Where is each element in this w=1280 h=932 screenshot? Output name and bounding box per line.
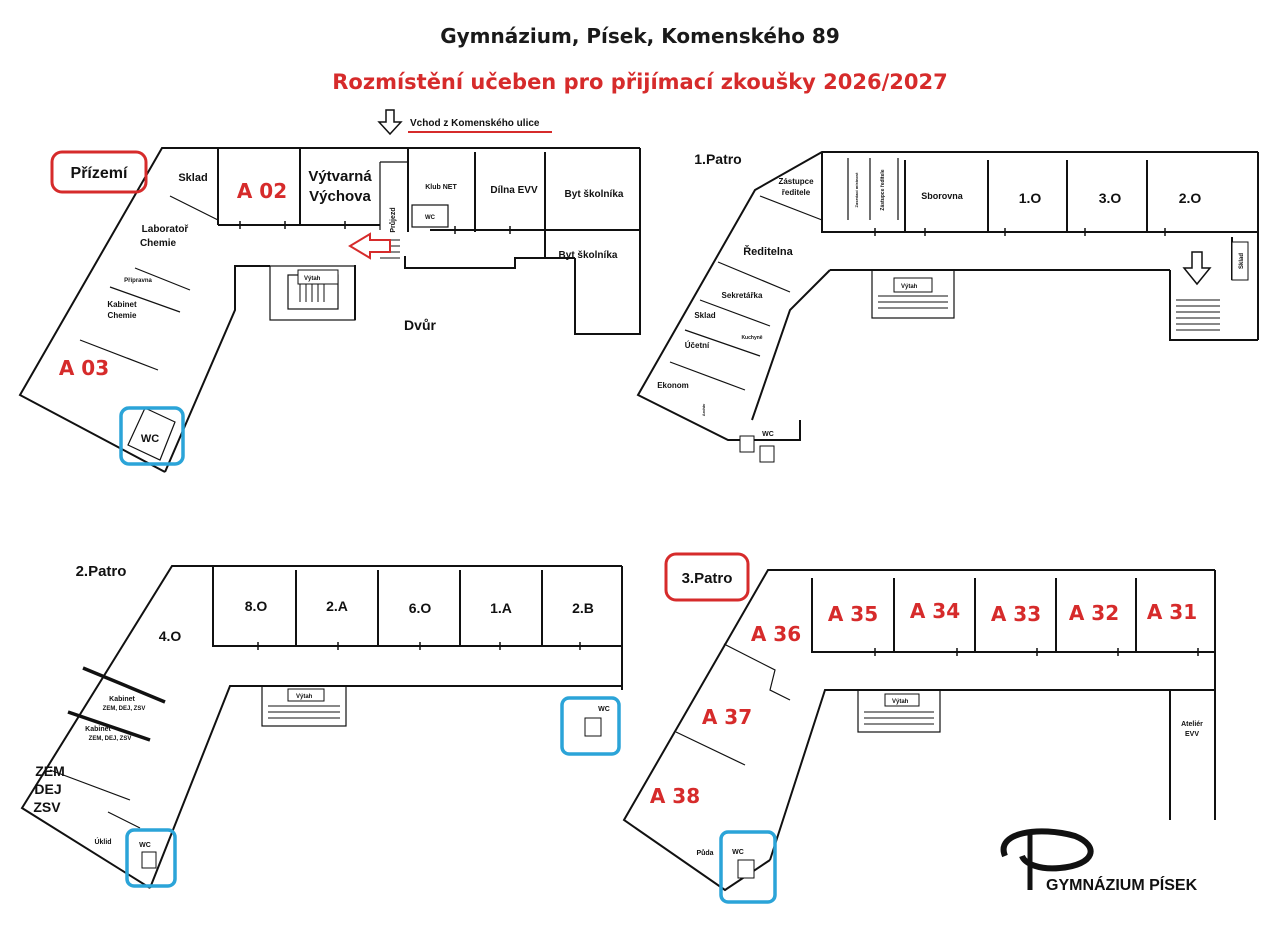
room-ucetni: Účetní (685, 341, 710, 350)
room-2b: 2.B (572, 600, 594, 616)
room-kabinet-2: Chemie (108, 311, 137, 320)
wc-box-ground (119, 406, 185, 466)
wc-icon-f3 (737, 859, 755, 879)
courtyard-dvur: Dvůr (404, 317, 436, 333)
wc-male-icon-f1 (739, 435, 755, 453)
room-2o: 2.O (1179, 190, 1202, 206)
room-sklad-v: Sklad (1239, 253, 1245, 269)
room-ekonom: Ekonom (657, 381, 689, 390)
room-dej: DEJ (34, 781, 61, 797)
room-zem: ZEM (35, 763, 65, 779)
down-arrow-icon-f1 (1182, 251, 1212, 286)
room-zastupce-v: Zástupce ředitele (880, 169, 886, 210)
room-sborovna: Sborovna (921, 191, 964, 201)
room-a32: A 32 (1069, 601, 1119, 625)
room-zsv: ZSV (33, 799, 61, 815)
room-a02: A 02 (237, 179, 287, 203)
floor-label-f2: 2.Patro (76, 563, 127, 580)
room-wc-f1: WC (762, 431, 774, 438)
wc-box-f2-left (125, 828, 177, 888)
room-sekretarka: Sekretářka (722, 291, 763, 300)
vytah-label-f2: Výtah (296, 694, 313, 700)
room-kabinet-1: Kabinet (107, 300, 137, 309)
left-arrow-icon (348, 232, 391, 260)
room-byt-skolnika-2: Byt školníka (559, 250, 618, 261)
room-wc-small-ground: WC (425, 215, 436, 221)
floor-label-ground: Přízemí (71, 165, 128, 182)
room-laborator-2: Chemie (140, 238, 177, 249)
room-a03: A 03 (59, 356, 109, 380)
room-a37: A 37 (702, 705, 752, 729)
room-uklid: Úklid (94, 837, 111, 846)
room-sklad-f1: Sklad (694, 311, 715, 320)
floor-label-f1: 1.Patro (694, 151, 741, 167)
room-1a: 1.A (490, 600, 512, 616)
room-zasedaci: Zasedací místnost (854, 172, 859, 208)
floor-label-f3: 3.Patro (682, 570, 733, 587)
room-4o: 4.O (159, 628, 182, 644)
room-a36: A 36 (751, 622, 801, 646)
room-3o: 3.O (1099, 190, 1122, 206)
floor-label-box-f3 (664, 552, 750, 602)
school-title: Gymnázium, Písek, Komenského 89 (440, 24, 840, 48)
room-1o: 1.O (1019, 190, 1042, 206)
room-atelier-2: EVV (1185, 731, 1199, 738)
room-a35: A 35 (828, 602, 878, 626)
room-wc-f3: WC (732, 849, 744, 856)
room-wc-ground: WC (141, 433, 159, 445)
room-byt-skolnika-1: Byt školníka (565, 189, 624, 200)
vytah-label-ground: Výtah (304, 276, 321, 282)
floor1-plan: Výtah 1.Patro Zástupce ředitele Zasedací… (636, 151, 1259, 463)
entrance-label: Vchod z Komenského ulice (410, 118, 540, 129)
room-prujezd: Průjezd (389, 207, 397, 232)
room-puda: Půda (696, 849, 713, 857)
room-8o: 8.O (245, 598, 268, 614)
logo-text: GYMNÁZIUM PÍSEK (1046, 875, 1198, 894)
floor3-plan: Výtah 3.Patro A 35 A 34 A 33 A 32 A 31 A… (622, 552, 1216, 904)
room-wc-f2-right: WC (598, 706, 610, 713)
room-archiv: Archiv (701, 403, 706, 416)
room-kuchynka: Kuchyně (741, 335, 762, 341)
wc-icon-f2-left (141, 851, 157, 869)
room-kabinet-2-line2: ZEM, DEJ, ZSV (89, 736, 132, 742)
room-reditelna: Ředitelna (743, 245, 793, 258)
floor-label-box-ground (50, 150, 148, 194)
room-atelier-1: Ateliér (1181, 721, 1203, 728)
wc-box-f2-right (560, 696, 621, 756)
room-sklad: Sklad (178, 172, 207, 184)
room-zastupce-1: Zástupce (778, 177, 814, 186)
wc-box-f3 (719, 830, 777, 904)
down-arrow-icon (377, 109, 403, 136)
vytah-label-f3: Výtah (892, 699, 909, 705)
room-pripravna: Přípravna (124, 278, 152, 284)
room-a38: A 38 (650, 784, 700, 808)
ground-floor-plan: Výtah Přízemí Sklad A 02 Výtvarná Výchov… (18, 147, 641, 473)
room-a31: A 31 (1147, 600, 1197, 624)
room-kabinet-1-line1: Kabinet (109, 696, 135, 703)
room-2a: 2.A (326, 598, 348, 614)
floor2-plan: Výtah 2.Patro 8.O 2.A 6.O 1.A 2.B 4.O Ka… (20, 563, 623, 889)
room-a33: A 33 (991, 602, 1041, 626)
wc-icon-f2-right (584, 717, 602, 737)
school-logo: GYMNÁZIUM PÍSEK (1000, 828, 1198, 894)
exam-title: Rozmístění učeben pro přijímací zkoušky … (332, 70, 948, 94)
room-klub-net: Klub NET (425, 184, 457, 191)
room-a34: A 34 (910, 599, 960, 623)
room-kabinet-1-line2: ZEM, DEJ, ZSV (103, 706, 146, 712)
room-vytvarna-2: Výchova (309, 188, 371, 205)
logo-mark-icon (1000, 828, 1094, 872)
room-laborator-1: Laboratoř (142, 224, 189, 235)
room-kabinet-2-line1: Kabinet (85, 726, 111, 733)
room-zastupce-2: ředitele (782, 188, 811, 197)
room-6o: 6.O (409, 600, 432, 616)
entrance-marker: Vchod z Komenského ulice (377, 109, 552, 136)
room-dilna-evv: Dílna EVV (490, 185, 538, 196)
room-wc-f2-left: WC (139, 842, 151, 849)
room-vytvarna-1: Výtvarná (308, 168, 372, 185)
vytah-label-f1: Výtah (901, 284, 918, 290)
wc-female-icon-f1 (759, 445, 775, 463)
